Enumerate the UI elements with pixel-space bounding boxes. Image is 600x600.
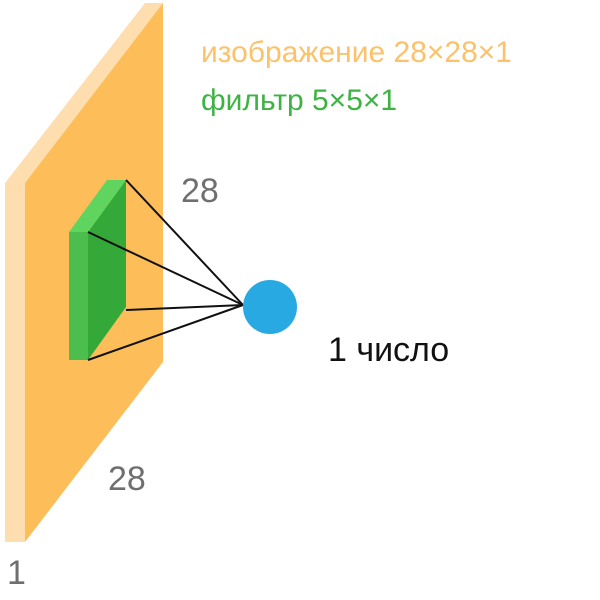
connection-line-bottom	[87, 304, 244, 361]
output-value-label: 1 число	[328, 331, 450, 369]
connection-lines	[87, 179, 244, 361]
image-size-label: изображение 28×28×1	[201, 36, 512, 69]
filter-size-label: фильтр 5×5×1	[201, 84, 398, 117]
image-width-label: 28	[108, 460, 146, 498]
image-slab-edge	[5, 183, 25, 542]
image-height-label: 28	[181, 172, 219, 210]
filter-block-side	[88, 180, 126, 360]
output-neuron	[243, 280, 297, 334]
connection-line-lower-right	[125, 304, 244, 311]
image-slab-top-edge	[5, 3, 163, 183]
connection-line-top	[125, 179, 244, 306]
filter-block-top	[69, 180, 126, 232]
image-depth-label: 1	[7, 554, 26, 592]
filter-block-front	[69, 232, 88, 360]
connection-line-upper-left	[87, 231, 244, 306]
